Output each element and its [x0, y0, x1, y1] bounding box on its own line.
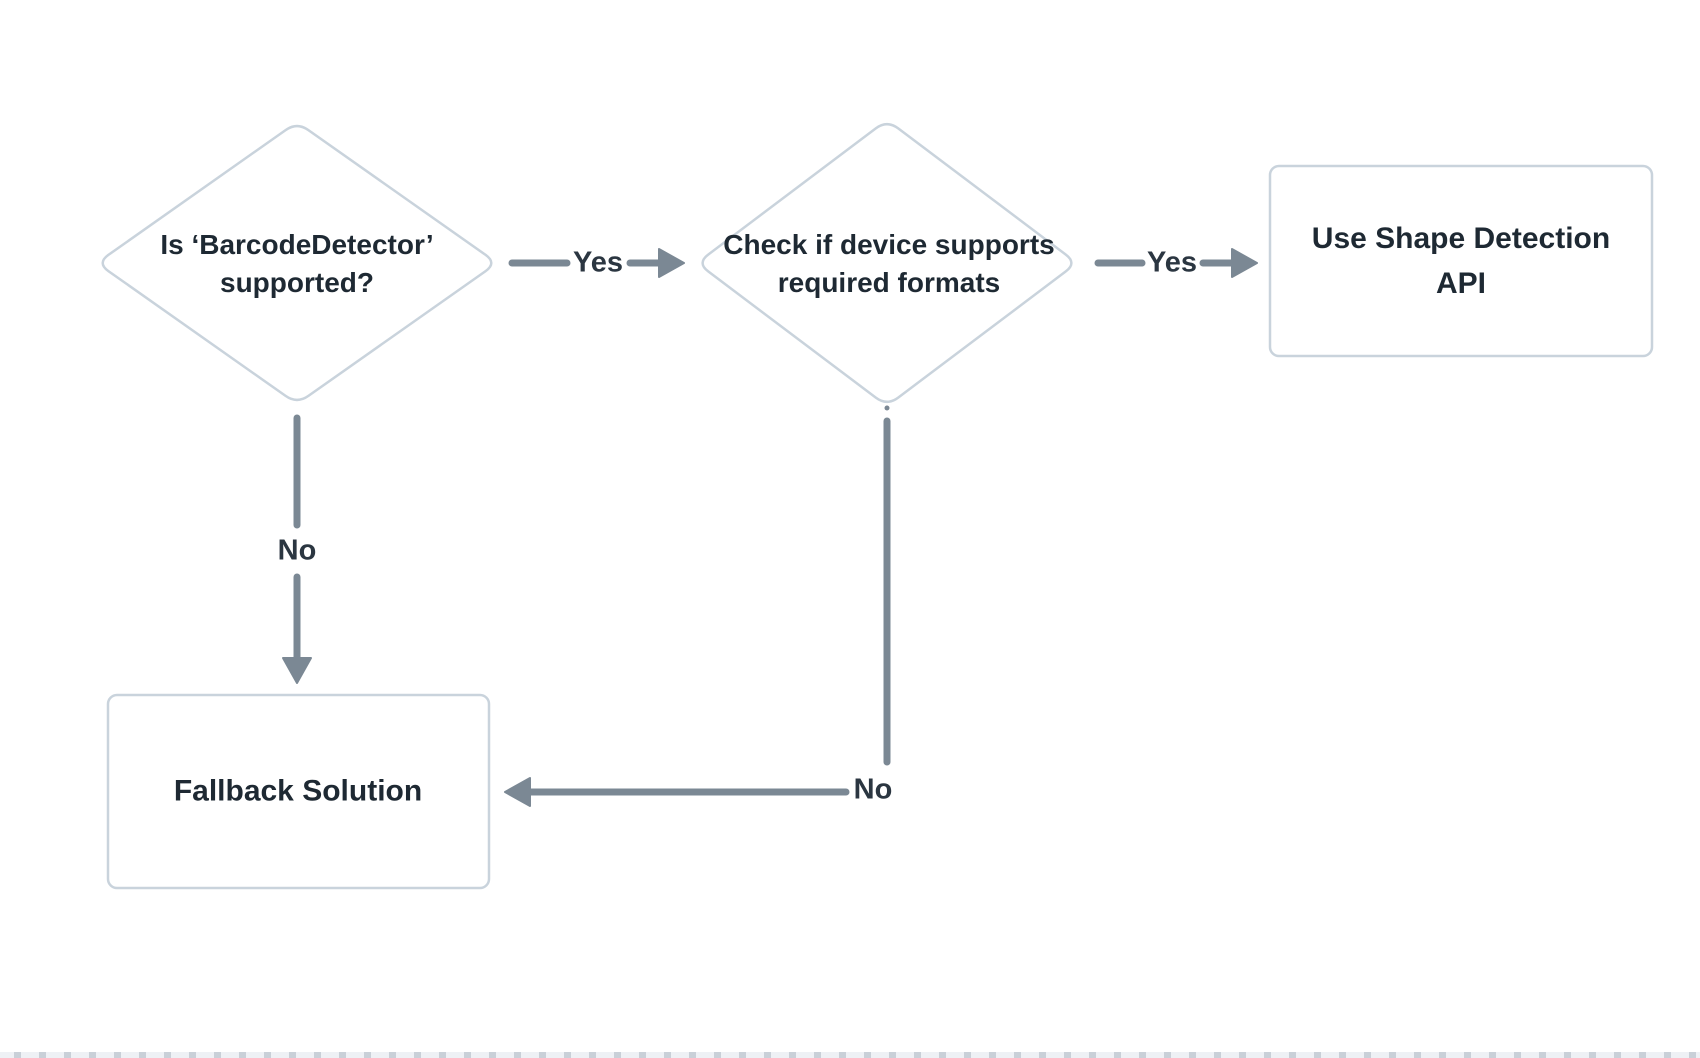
- edge-no-2-label: No: [853, 773, 893, 806]
- edge-no-2-start-dot: [884, 405, 890, 411]
- edge-no-2-arrowhead: [504, 777, 531, 807]
- process-fallback-shape: [106, 693, 491, 890]
- decision-formats-label: Check if device supports required format…: [723, 229, 1055, 298]
- decision-barcodedetector-label: Is ‘BarcodeDetector’ supported?: [160, 229, 434, 298]
- decision-formats-shape: [701, 122, 1073, 404]
- edge-yes-2-label: Yes: [1147, 246, 1197, 279]
- decision-barcodedetector-shape: [101, 124, 493, 402]
- process-shape-detection-label: Use Shape Detection API: [1311, 222, 1611, 300]
- edge-yes-2-arrowhead: [1231, 248, 1258, 278]
- process-fallback-label: Fallback Solution: [173, 774, 423, 808]
- edge-no-1-label: No: [277, 534, 317, 567]
- edge-yes-1-arrowhead: [658, 248, 685, 278]
- edge-yes-1-label: Yes: [573, 246, 623, 279]
- edge-no-1-arrowhead: [282, 657, 312, 684]
- process-shape-detection-shape: [1268, 164, 1654, 358]
- bottom-edge-ticks: [0, 1052, 1700, 1058]
